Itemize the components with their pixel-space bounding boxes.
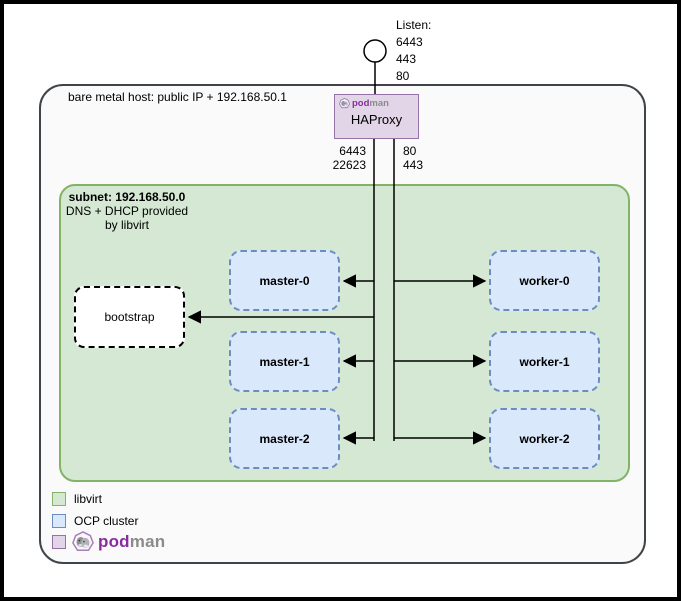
node-master-0: master-0 [229, 250, 340, 311]
listen-port: 80 [396, 69, 410, 83]
podman-wordmark-man: man [129, 532, 166, 551]
haproxy-left-ports-label: 6443 22623 [304, 144, 366, 172]
legend-item-libvirt: libvirt [52, 491, 102, 507]
ocp-cluster-swatch [52, 514, 66, 528]
port-label: 6443 [339, 144, 366, 158]
haproxy-right-ports-label: 80 443 [403, 144, 424, 172]
haproxy-label: HAProxy [350, 112, 403, 127]
node-worker-0: worker-0 [489, 250, 600, 311]
podman-icon [339, 98, 350, 109]
listen-port: 6443 [396, 35, 423, 49]
node-worker-2: worker-2 [489, 408, 600, 469]
port-label: 80 [403, 144, 417, 158]
node-bootstrap: bootstrap [74, 286, 185, 348]
podman-swatch [52, 535, 66, 549]
subnet-line2: DNS + DHCP provided [65, 204, 189, 218]
host-label: bare metal host: public IP + 192.168.50.… [68, 90, 287, 104]
node-master-1: master-1 [229, 331, 340, 392]
subnet-title: subnet: 192.168.50.0 [68, 190, 186, 204]
podman-badge: podman [339, 98, 389, 109]
legend-item-podman: podman [52, 531, 165, 553]
subnet-line3: by libvirt [104, 218, 149, 232]
podman-badge-man: man [369, 98, 389, 109]
legend-item-ocp-cluster: OCP cluster [52, 513, 138, 529]
subnet-label: subnet: 192.168.50.0 DNS + DHCP provided… [60, 190, 194, 232]
port-label: 443 [403, 157, 424, 172]
podman-badge-pod: pod [352, 98, 370, 109]
podman-wordmark-pod: pod [98, 532, 130, 551]
listen-ports-label: Listen: 6443 443 80 [396, 17, 431, 85]
legend-label: OCP cluster [74, 514, 139, 528]
listen-port: 443 [396, 52, 417, 66]
node-master-2: master-2 [229, 408, 340, 469]
libvirt-swatch [52, 492, 66, 506]
listen-title: Listen: [396, 18, 432, 32]
port-label: 22623 [332, 157, 366, 172]
haproxy-box: podman HAProxy [334, 94, 419, 139]
node-worker-1: worker-1 [489, 331, 600, 392]
podman-logo-icon [72, 531, 94, 551]
listen-endpoint-circle [363, 39, 387, 63]
legend-label: libvirt [74, 492, 103, 506]
